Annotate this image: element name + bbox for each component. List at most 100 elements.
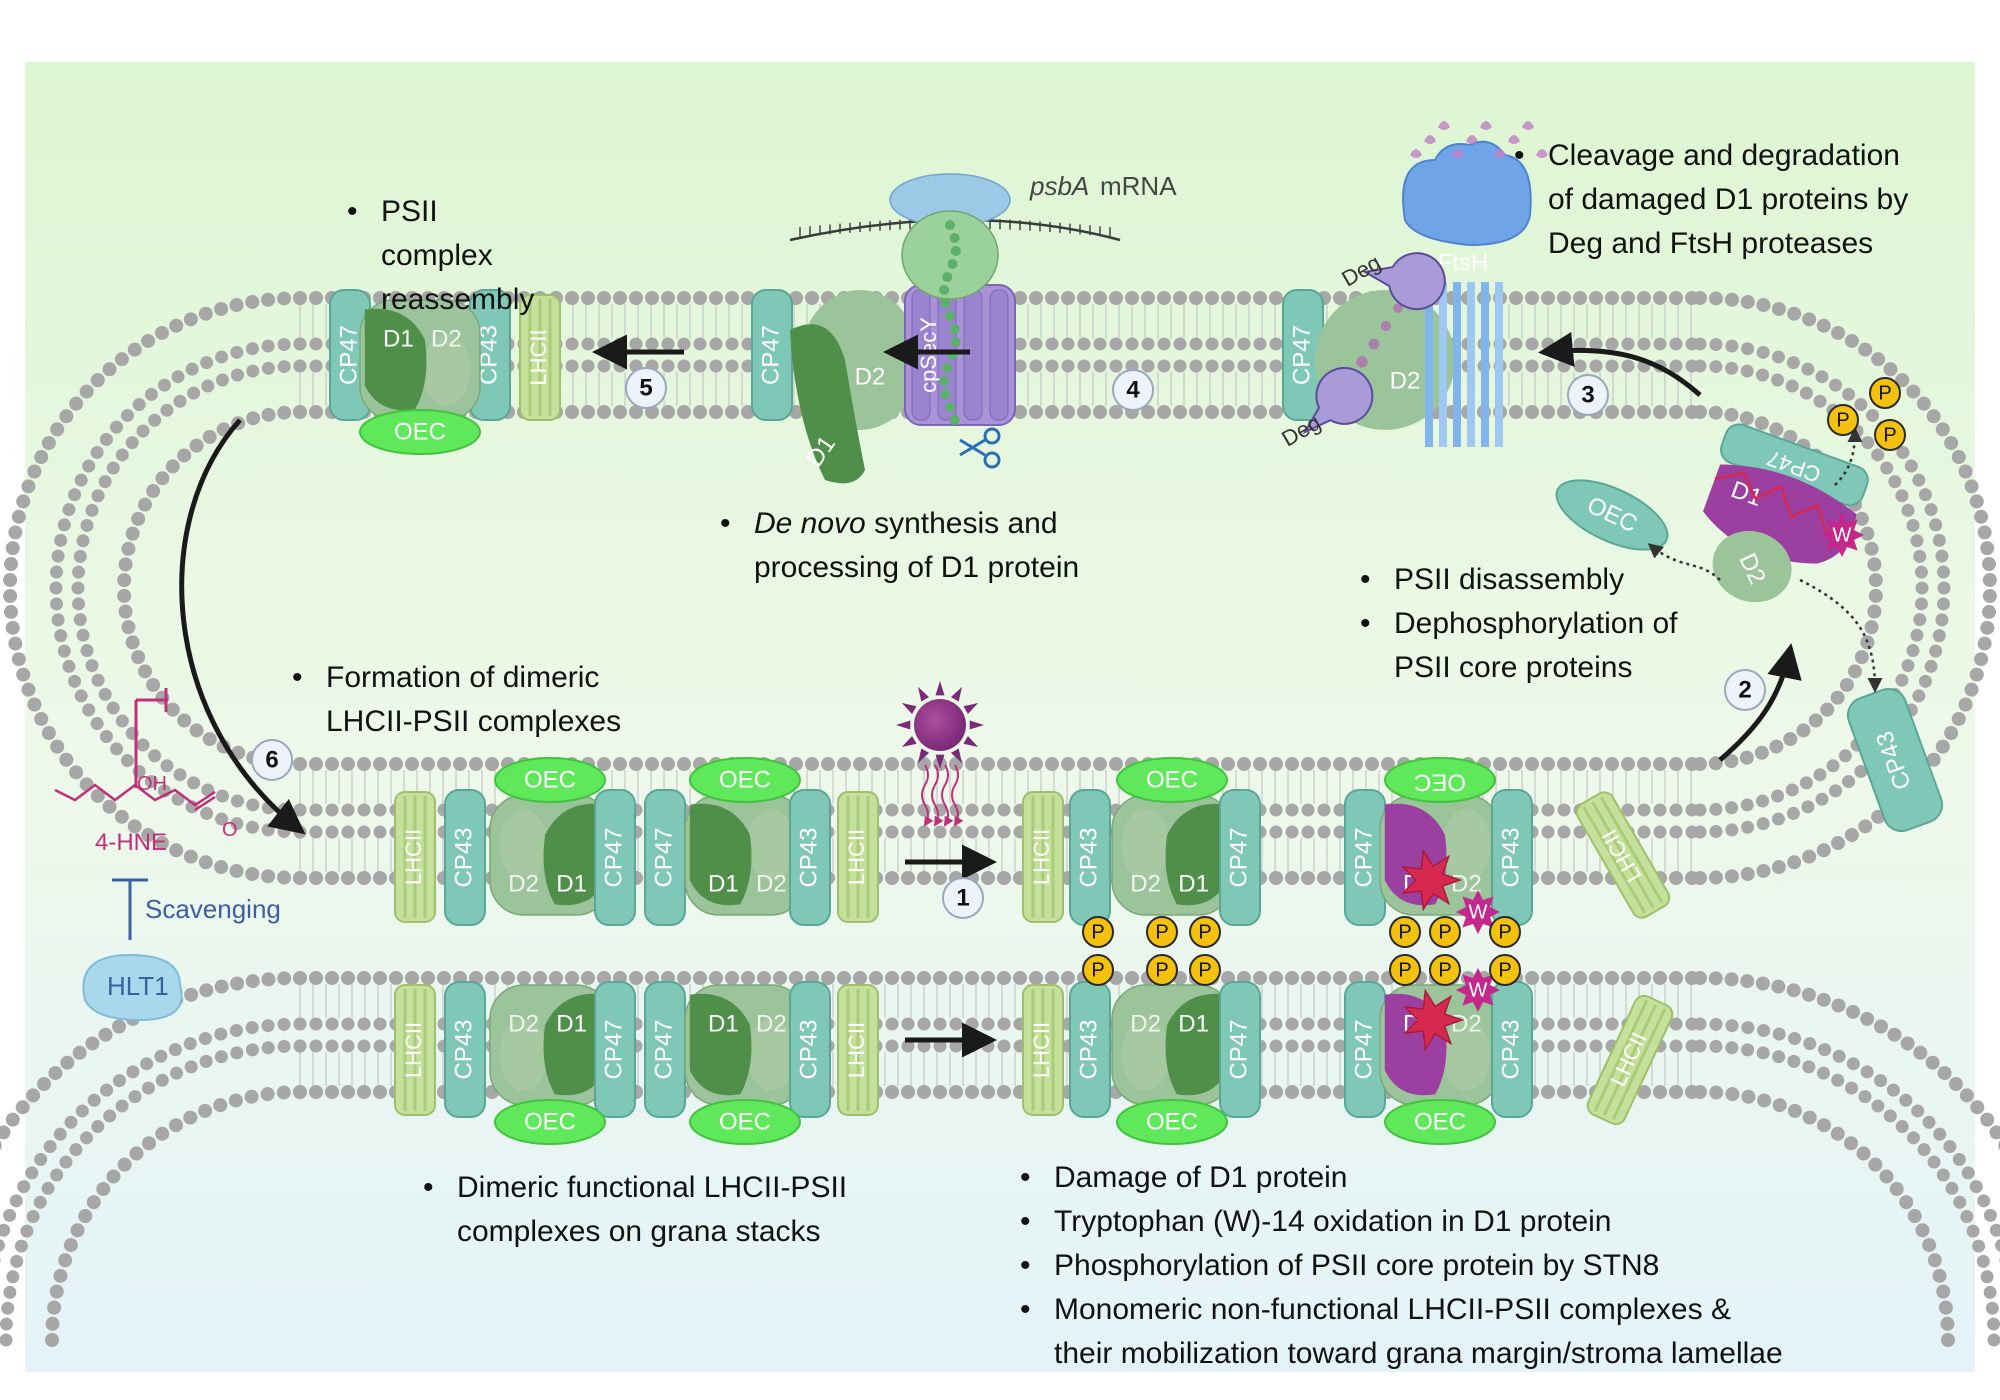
lipid-head	[1045, 359, 1059, 373]
released-phospho-1: P	[1827, 404, 1859, 436]
lipid-head	[1936, 597, 1950, 611]
lipid-head	[901, 803, 915, 817]
functional-lhcii-1: LHCII	[394, 791, 436, 923]
lipid-head	[0, 1223, 11, 1237]
lipid-head	[965, 757, 979, 771]
lipid-head	[1932, 1268, 1947, 1283]
damaged-core-2-d2-label: D2	[1451, 1010, 1482, 1037]
lipid-head	[837, 971, 851, 985]
lipid-head	[693, 359, 707, 373]
phospho-cp47-1-body	[1219, 789, 1261, 926]
lipid-head	[229, 863, 244, 878]
lipid-head	[1669, 405, 1683, 419]
lipid-head	[26, 1210, 40, 1224]
psba-mrna-label: mRNA	[1100, 171, 1177, 201]
nascent-chain-bead	[949, 415, 960, 425]
reassembly-cp47-label: CP47	[335, 325, 362, 385]
lipid-head	[48, 1066, 63, 1081]
lipid-head	[837, 757, 851, 771]
lipid-head	[185, 362, 199, 376]
phospho-circle	[1082, 954, 1114, 986]
lipid-head	[177, 448, 192, 463]
lipid-head	[246, 798, 260, 812]
bullet-damage-d1: Damage of D1 protein	[1020, 1156, 1783, 1200]
phospho-core-1-d1-label: D1	[1178, 870, 1209, 897]
lipid-head	[1693, 359, 1707, 373]
lhcii-helix	[1611, 1008, 1667, 1121]
lipid-head	[1669, 825, 1683, 839]
lipid-head	[1987, 1333, 2000, 1347]
lipid-head	[1269, 359, 1283, 373]
oec-body	[494, 757, 606, 803]
lipid-head	[1157, 405, 1171, 419]
lipid-head	[261, 869, 276, 884]
lipid-head	[1964, 682, 1979, 697]
lipid-head	[183, 1110, 198, 1125]
lipid-head	[1589, 1039, 1603, 1053]
phospho-cp43-1-label: CP43	[1075, 827, 1102, 887]
lipid-head	[1605, 1017, 1619, 1031]
lipid-head	[949, 1017, 963, 1031]
lipid-head	[0, 1317, 13, 1331]
lipid-head	[1653, 757, 1667, 771]
damage-zigzag	[1714, 471, 1829, 536]
lipid-head	[1125, 971, 1139, 985]
lipid-head	[136, 738, 150, 752]
lipid-head	[1317, 825, 1331, 839]
lipid-head	[1317, 971, 1331, 985]
bullet-dimer-formation: Formation of dimeric LHCII-PSII complexe…	[292, 656, 621, 744]
lipid-head	[202, 732, 217, 747]
lipid-head	[215, 789, 229, 803]
grana-lhcii-2: LHCII	[837, 984, 879, 1116]
lipid-head	[148, 413, 162, 427]
lipid-head	[277, 1039, 291, 1053]
lipid-head	[69, 1143, 83, 1157]
lipid-head	[78, 1209, 93, 1223]
phospho-cp47-1-label: CP47	[1225, 827, 1252, 887]
lipid-head	[110, 420, 124, 434]
lipid-head	[1301, 1085, 1315, 1099]
lipid-head	[261, 1041, 275, 1055]
lipid-head	[1253, 291, 1267, 305]
lipid-head	[1221, 405, 1235, 419]
lipid-head	[341, 971, 355, 985]
lipid-head	[96, 1182, 111, 1197]
phospho-circle	[1869, 377, 1901, 409]
cpsecy-helix	[989, 289, 1009, 421]
lipid-head	[144, 387, 158, 401]
lipid-head	[805, 757, 819, 771]
lipid-head	[1013, 291, 1027, 305]
lipid-head	[1557, 825, 1571, 839]
lipid-head	[709, 337, 723, 351]
lipid-head	[1871, 352, 1886, 367]
lhcii-label: LHCII	[1029, 829, 1054, 885]
lipid-head	[1693, 1017, 1707, 1031]
lhcii-label: LHCII	[1029, 1022, 1054, 1078]
cpsecy-helix	[963, 289, 983, 421]
sun-ray	[963, 703, 979, 715]
lipid-head	[789, 757, 803, 771]
lipid-head	[1944, 726, 1959, 740]
lipid-head	[1816, 318, 1831, 333]
lipid-head	[25, 1166, 39, 1180]
nascent-chain-bead	[939, 376, 950, 386]
grana-core-2-d1-shape	[689, 993, 752, 1096]
lipid-head	[1093, 405, 1107, 419]
oec-body	[1116, 1099, 1228, 1145]
lipid-head	[60, 1055, 75, 1070]
lipid-head	[1842, 775, 1856, 789]
lipid-head	[1013, 971, 1027, 985]
step-marker-4: 4	[1112, 369, 1154, 411]
lipid-head	[309, 291, 323, 305]
lipid-head	[1525, 359, 1539, 373]
lipid-head	[293, 757, 307, 771]
lipid-head	[1904, 459, 1918, 473]
step-marker-5: 5	[625, 367, 667, 409]
lipid-head	[1724, 292, 1739, 307]
lipid-head	[154, 1049, 168, 1063]
lipid-head	[1871, 448, 1885, 462]
lipid-head	[1983, 1285, 1997, 1299]
lipid-head	[1756, 298, 1771, 313]
arrow-p-release	[1834, 427, 1863, 486]
synthesis-d1-shape	[790, 324, 865, 484]
